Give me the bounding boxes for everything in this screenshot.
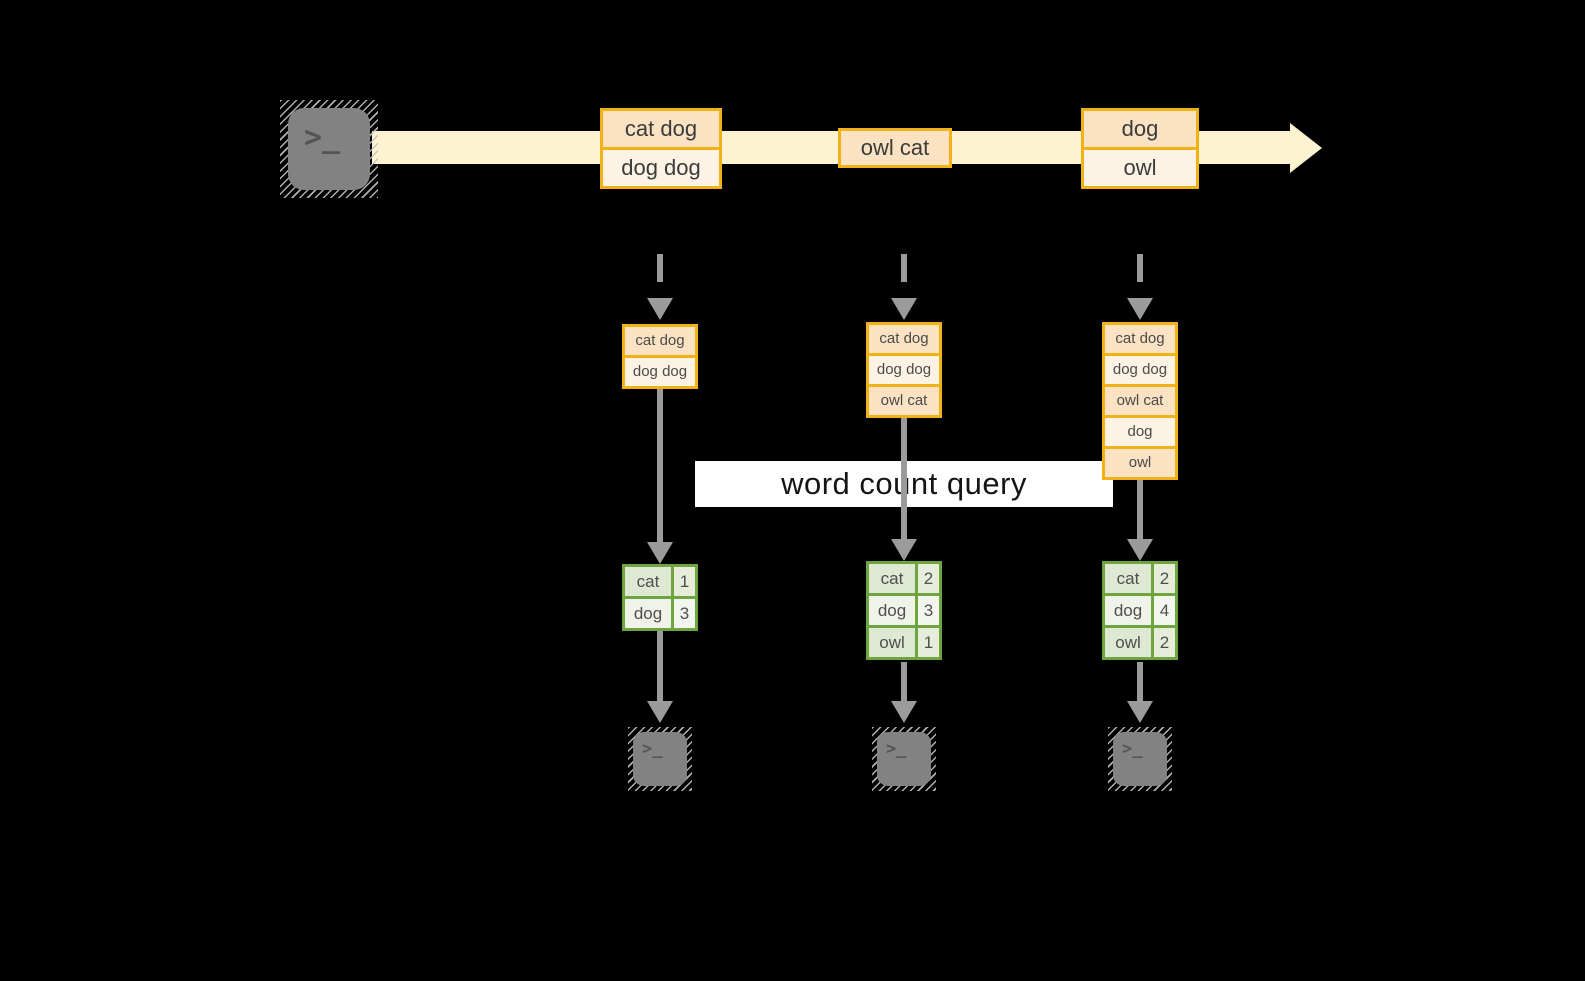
event-record: owl xyxy=(1084,150,1196,186)
batch-record: owl cat xyxy=(869,387,939,415)
count-word: dog xyxy=(625,599,674,628)
dashed-arrow-line xyxy=(657,254,663,298)
batch-record: dog xyxy=(1105,418,1175,449)
arrowhead-icon xyxy=(891,298,917,320)
arrowhead-icon xyxy=(1127,298,1153,320)
batch-record: dog dog xyxy=(1105,356,1175,387)
connector-line xyxy=(657,631,663,701)
connector-line xyxy=(901,662,907,701)
arrowhead-icon xyxy=(647,542,673,564)
sink-terminal-icon-3: >_ xyxy=(1108,727,1172,791)
count-row: cat 1 xyxy=(625,567,695,599)
word-count-table-1: cat 1 dog 3 xyxy=(622,564,698,631)
count-value: 3 xyxy=(674,599,695,628)
terminal-prompt-glyph: >_ xyxy=(1113,732,1167,786)
terminal-prompt-glyph: >_ xyxy=(633,732,687,786)
arrowhead-icon xyxy=(647,701,673,723)
count-word: owl xyxy=(869,628,918,657)
terminal-prompt-glyph: >_ xyxy=(288,108,370,190)
count-row: dog 4 xyxy=(1105,596,1175,628)
arrowhead-icon xyxy=(891,539,917,561)
count-word: dog xyxy=(869,596,918,625)
event-record: dog dog xyxy=(603,150,719,186)
count-row: owl 2 xyxy=(1105,628,1175,657)
count-row: owl 1 xyxy=(869,628,939,657)
count-value: 1 xyxy=(918,628,939,657)
micro-batch-2: cat dog dog dog owl cat xyxy=(866,322,942,418)
arrowhead-icon xyxy=(1127,539,1153,561)
count-word: cat xyxy=(625,567,674,596)
stream-event-batch-3: dog owl xyxy=(1081,108,1199,189)
batch-record: dog dog xyxy=(869,356,939,387)
terminal-prompt-glyph: >_ xyxy=(877,732,931,786)
batch-record: cat dog xyxy=(869,325,939,356)
word-count-table-2: cat 2 dog 3 owl 1 xyxy=(866,561,942,660)
batch-record: dog dog xyxy=(625,358,695,386)
word-count-table-3: cat 2 dog 4 owl 2 xyxy=(1102,561,1178,660)
count-row: dog 3 xyxy=(869,596,939,628)
count-value: 2 xyxy=(1154,628,1175,657)
sink-terminal-icon-1: >_ xyxy=(628,727,692,791)
sink-terminal-icon-2: >_ xyxy=(872,727,936,791)
stream-arrow-head-icon xyxy=(1290,123,1322,173)
stream-event-batch-2: owl cat xyxy=(838,128,952,168)
count-word: dog xyxy=(1105,596,1154,625)
source-terminal-icon: >_ xyxy=(280,100,378,198)
count-value: 1 xyxy=(674,567,695,596)
count-value: 2 xyxy=(918,564,939,593)
connector-line xyxy=(901,418,907,539)
count-word: cat xyxy=(1105,564,1154,593)
count-value: 2 xyxy=(1154,564,1175,593)
event-record: owl cat xyxy=(841,131,949,165)
connector-line xyxy=(1137,480,1143,539)
count-row: cat 2 xyxy=(869,564,939,596)
arrowhead-icon xyxy=(647,298,673,320)
batch-record: cat dog xyxy=(1105,325,1175,356)
dashed-arrow-line xyxy=(901,254,907,298)
connector-line xyxy=(657,389,663,542)
micro-batch-1: cat dog dog dog xyxy=(622,324,698,389)
dashed-arrow-line xyxy=(1137,254,1143,298)
count-value: 4 xyxy=(1154,596,1175,625)
count-row: cat 2 xyxy=(1105,564,1175,596)
count-value: 3 xyxy=(918,596,939,625)
connector-line xyxy=(1137,662,1143,701)
event-record: dog xyxy=(1084,111,1196,150)
count-word: owl xyxy=(1105,628,1154,657)
arrowhead-icon xyxy=(891,701,917,723)
count-word: cat xyxy=(869,564,918,593)
stream-event-batch-1: cat dog dog dog xyxy=(600,108,722,189)
arrowhead-icon xyxy=(1127,701,1153,723)
batch-record: owl cat xyxy=(1105,387,1175,418)
event-record: cat dog xyxy=(603,111,719,150)
batch-record: owl xyxy=(1105,449,1175,477)
count-row: dog 3 xyxy=(625,599,695,628)
micro-batch-3: cat dog dog dog owl cat dog owl xyxy=(1102,322,1178,480)
batch-record: cat dog xyxy=(625,327,695,358)
